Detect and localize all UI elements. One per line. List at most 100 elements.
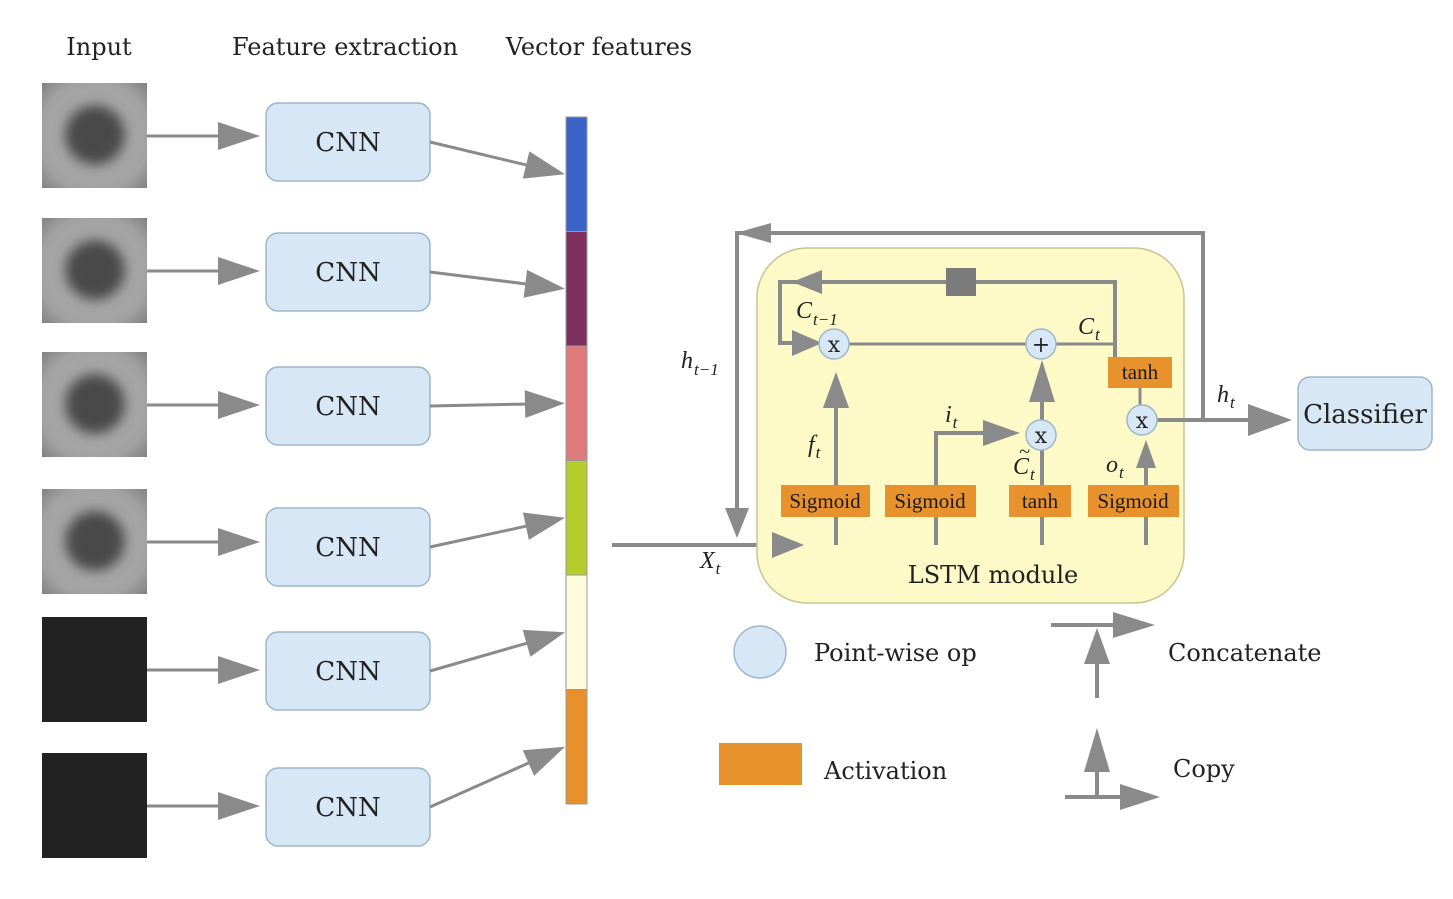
vector-segment [565,460,588,576]
cell-state-in-arrowhead [792,330,822,356]
hidden-loop-arrowhead [736,223,771,243]
legend-pointwise-icon [733,625,787,679]
lstm-module [756,247,1185,604]
vector-features-bar [565,116,588,805]
label-i-t: it [945,402,959,432]
feature-arrowhead [522,512,565,540]
feature-arrow-line [429,641,527,673]
legend-activation-icon [719,743,802,785]
lesion-spot [65,240,125,300]
label-c-tilde-mark: ~ [1019,441,1030,463]
cnn-label: CNN [315,533,380,563]
label-h-t: ht [1217,382,1236,412]
feature-arrow-line [429,761,530,809]
vector-segment [565,345,588,461]
forget-gate-arrowhead [823,372,849,408]
pointwise-multiply-forget-symbol: x [828,333,841,358]
pipeline-row: CNN [42,746,565,858]
vector-segment [565,689,588,805]
lesion-spot [65,374,125,434]
cell-state-delay-block [946,268,976,296]
feature-arrowhead [522,151,565,179]
label-c-prev: Ct−1 [796,298,838,329]
legend-activation-label: Activation [823,757,947,785]
label-f-t: ft [808,432,822,462]
input-arrowhead [218,792,260,820]
ht-arrowhead [1248,404,1292,436]
pipeline-row: CNN [42,218,565,323]
pointwise-add [1025,328,1057,360]
lesion-spot [65,105,125,165]
activation-sigmoid-input [885,485,976,517]
activation-sigmoid-forget [781,485,870,517]
pipeline-row: CNN [42,352,565,457]
input-image [42,617,147,722]
lstm-module-label: LSTM module [908,561,1079,589]
xt-arrowhead [772,532,804,558]
legend-concatenate-icon [1051,612,1155,698]
input-gate-arrowhead [983,420,1020,446]
candidate-arrowhead [1029,360,1055,402]
label-c-tilde: Ct [1013,454,1036,484]
pipeline-row: CNN [42,83,565,188]
cnn-label: CNN [315,258,380,288]
header-feature-extraction: Feature extraction [232,33,458,61]
legend-copy-icon [1065,728,1160,810]
feature-arrow-line [429,524,527,549]
input-arrowhead [218,656,260,684]
legend-concatenate-label: Concatenate [1168,639,1321,667]
pointwise-multiply-output-symbol: x [1136,409,1149,434]
feature-arrow-line [429,402,526,408]
pipeline-row: CNN [42,489,565,594]
hidden-down-arrowhead [725,508,749,538]
header-input: Input [66,33,132,61]
label-c-t: Ct [1078,314,1101,344]
activation-tanh-candidate-label: tanh [1022,489,1059,513]
input-arrowhead [218,257,260,285]
lesion-spot [65,511,125,571]
cell-state-loop-arrowhead [792,270,822,294]
label-x-t: Xt [699,548,722,578]
legend: Point-wise op Activation Concatenate Cop… [719,612,1321,810]
activation-tanh-cell [1108,357,1172,388]
output-gate-arrowhead [1136,440,1156,468]
cnn-label: CNN [315,657,380,687]
pointwise-add-symbol: + [1032,333,1050,358]
classifier-box [1297,376,1433,451]
activation-sigmoid-input-label: Sigmoid [894,489,966,513]
classifier-label: Classifier [1303,400,1427,430]
pipeline-rows: CNN CNN CNN CNN CNN CNN [42,83,565,858]
activation-sigmoid-output [1088,485,1179,517]
input-arrowhead [218,391,260,419]
label-h-prev: ht−1 [681,348,719,379]
activation-tanh-cell-label: tanh [1122,360,1159,384]
activation-sigmoid-forget-label: Sigmoid [789,489,861,513]
vector-segment [565,231,588,347]
feature-arrow-line [429,140,527,167]
pointwise-multiply-input [1025,419,1057,451]
pointwise-multiply-forget [818,328,850,360]
legend-copy-label: Copy [1173,755,1235,783]
pointwise-multiply-output [1126,404,1158,436]
label-o-t: ot [1106,452,1125,482]
input-arrowhead [218,122,260,150]
cnn-label: CNN [315,392,380,422]
input-image [42,753,147,858]
pipeline-row: CNN [42,617,565,722]
cnn-label: CNN [315,128,380,158]
cnn-label: CNN [315,793,380,823]
feature-arrowhead [522,629,565,657]
cell-state-loop [778,280,1117,360]
header-vector-features: Vector features [505,33,692,61]
vector-segment [565,574,588,690]
feature-arrow-line [429,270,526,286]
feature-arrowhead [522,746,565,776]
activation-tanh-candidate [1009,485,1071,517]
vector-segment [565,116,588,232]
pointwise-multiply-input-symbol: x [1035,424,1048,449]
activation-sigmoid-output-label: Sigmoid [1097,489,1169,513]
legend-pointwise-label: Point-wise op [814,639,977,667]
feature-arrowhead [523,269,565,298]
input-arrowhead [218,528,260,556]
